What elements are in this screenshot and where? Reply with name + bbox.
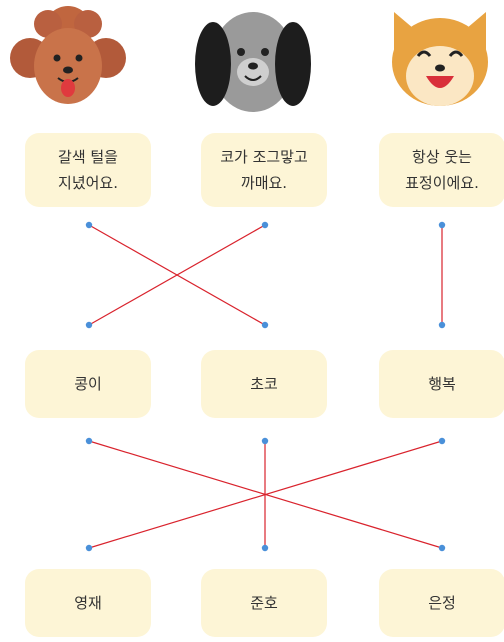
dog-name-label: 초코 bbox=[250, 375, 278, 393]
description-line: 까매요. bbox=[240, 174, 288, 192]
description-line: 코가 조그맣고 bbox=[220, 148, 308, 166]
match-line-bottom-2 bbox=[88, 440, 443, 549]
dog-name-card: 행복 bbox=[379, 350, 504, 418]
dog-name-card: 초코 bbox=[201, 350, 327, 418]
person-name-card: 준호 bbox=[201, 569, 327, 637]
match-line-top-1 bbox=[88, 224, 266, 326]
connector-dot-top-1-2 bbox=[438, 321, 446, 329]
connector-dot-top-0-1 bbox=[261, 221, 269, 229]
brown-poodle-illustration bbox=[8, 0, 128, 120]
connector-dot-top-1-0 bbox=[85, 321, 93, 329]
dog-name-label: 콩이 bbox=[74, 375, 102, 393]
gray-dog-illustration bbox=[193, 0, 313, 120]
connector-dot-bottom-1-2 bbox=[438, 544, 446, 552]
person-name-card: 은정 bbox=[379, 569, 504, 637]
connector-dot-bottom-0-1 bbox=[261, 437, 269, 445]
person-name-label: 준호 bbox=[250, 594, 278, 612]
description-line: 갈색 털을 bbox=[58, 148, 118, 166]
connector-dot-bottom-0-0 bbox=[85, 437, 93, 445]
connector-dot-top-0-0 bbox=[85, 221, 93, 229]
connector-dot-bottom-1-0 bbox=[85, 544, 93, 552]
person-name-label: 영재 bbox=[74, 594, 102, 612]
connector-dot-top-1-1 bbox=[261, 321, 269, 329]
person-name-card: 영재 bbox=[25, 569, 151, 637]
description-line: 항상 웃는 bbox=[412, 148, 472, 166]
smiling-shiba-illustration bbox=[380, 0, 500, 120]
description-card-smiling: 항상 웃는 표정이에요. bbox=[379, 133, 504, 207]
match-line-top-0 bbox=[88, 224, 266, 326]
match-line-bottom-0 bbox=[88, 440, 443, 549]
connector-dot-top-0-2 bbox=[438, 221, 446, 229]
dog-name-card: 콩이 bbox=[25, 350, 151, 418]
description-line: 표정이에요. bbox=[405, 174, 479, 192]
dog-name-label: 행복 bbox=[428, 375, 456, 393]
description-card-black-nose: 코가 조그맣고 까매요. bbox=[201, 133, 327, 207]
connector-dot-bottom-1-1 bbox=[261, 544, 269, 552]
description-line: 지녔어요. bbox=[58, 174, 118, 192]
connector-dot-bottom-0-2 bbox=[438, 437, 446, 445]
person-name-label: 은정 bbox=[428, 594, 456, 612]
description-card-brown-fur: 갈색 털을 지녔어요. bbox=[25, 133, 151, 207]
